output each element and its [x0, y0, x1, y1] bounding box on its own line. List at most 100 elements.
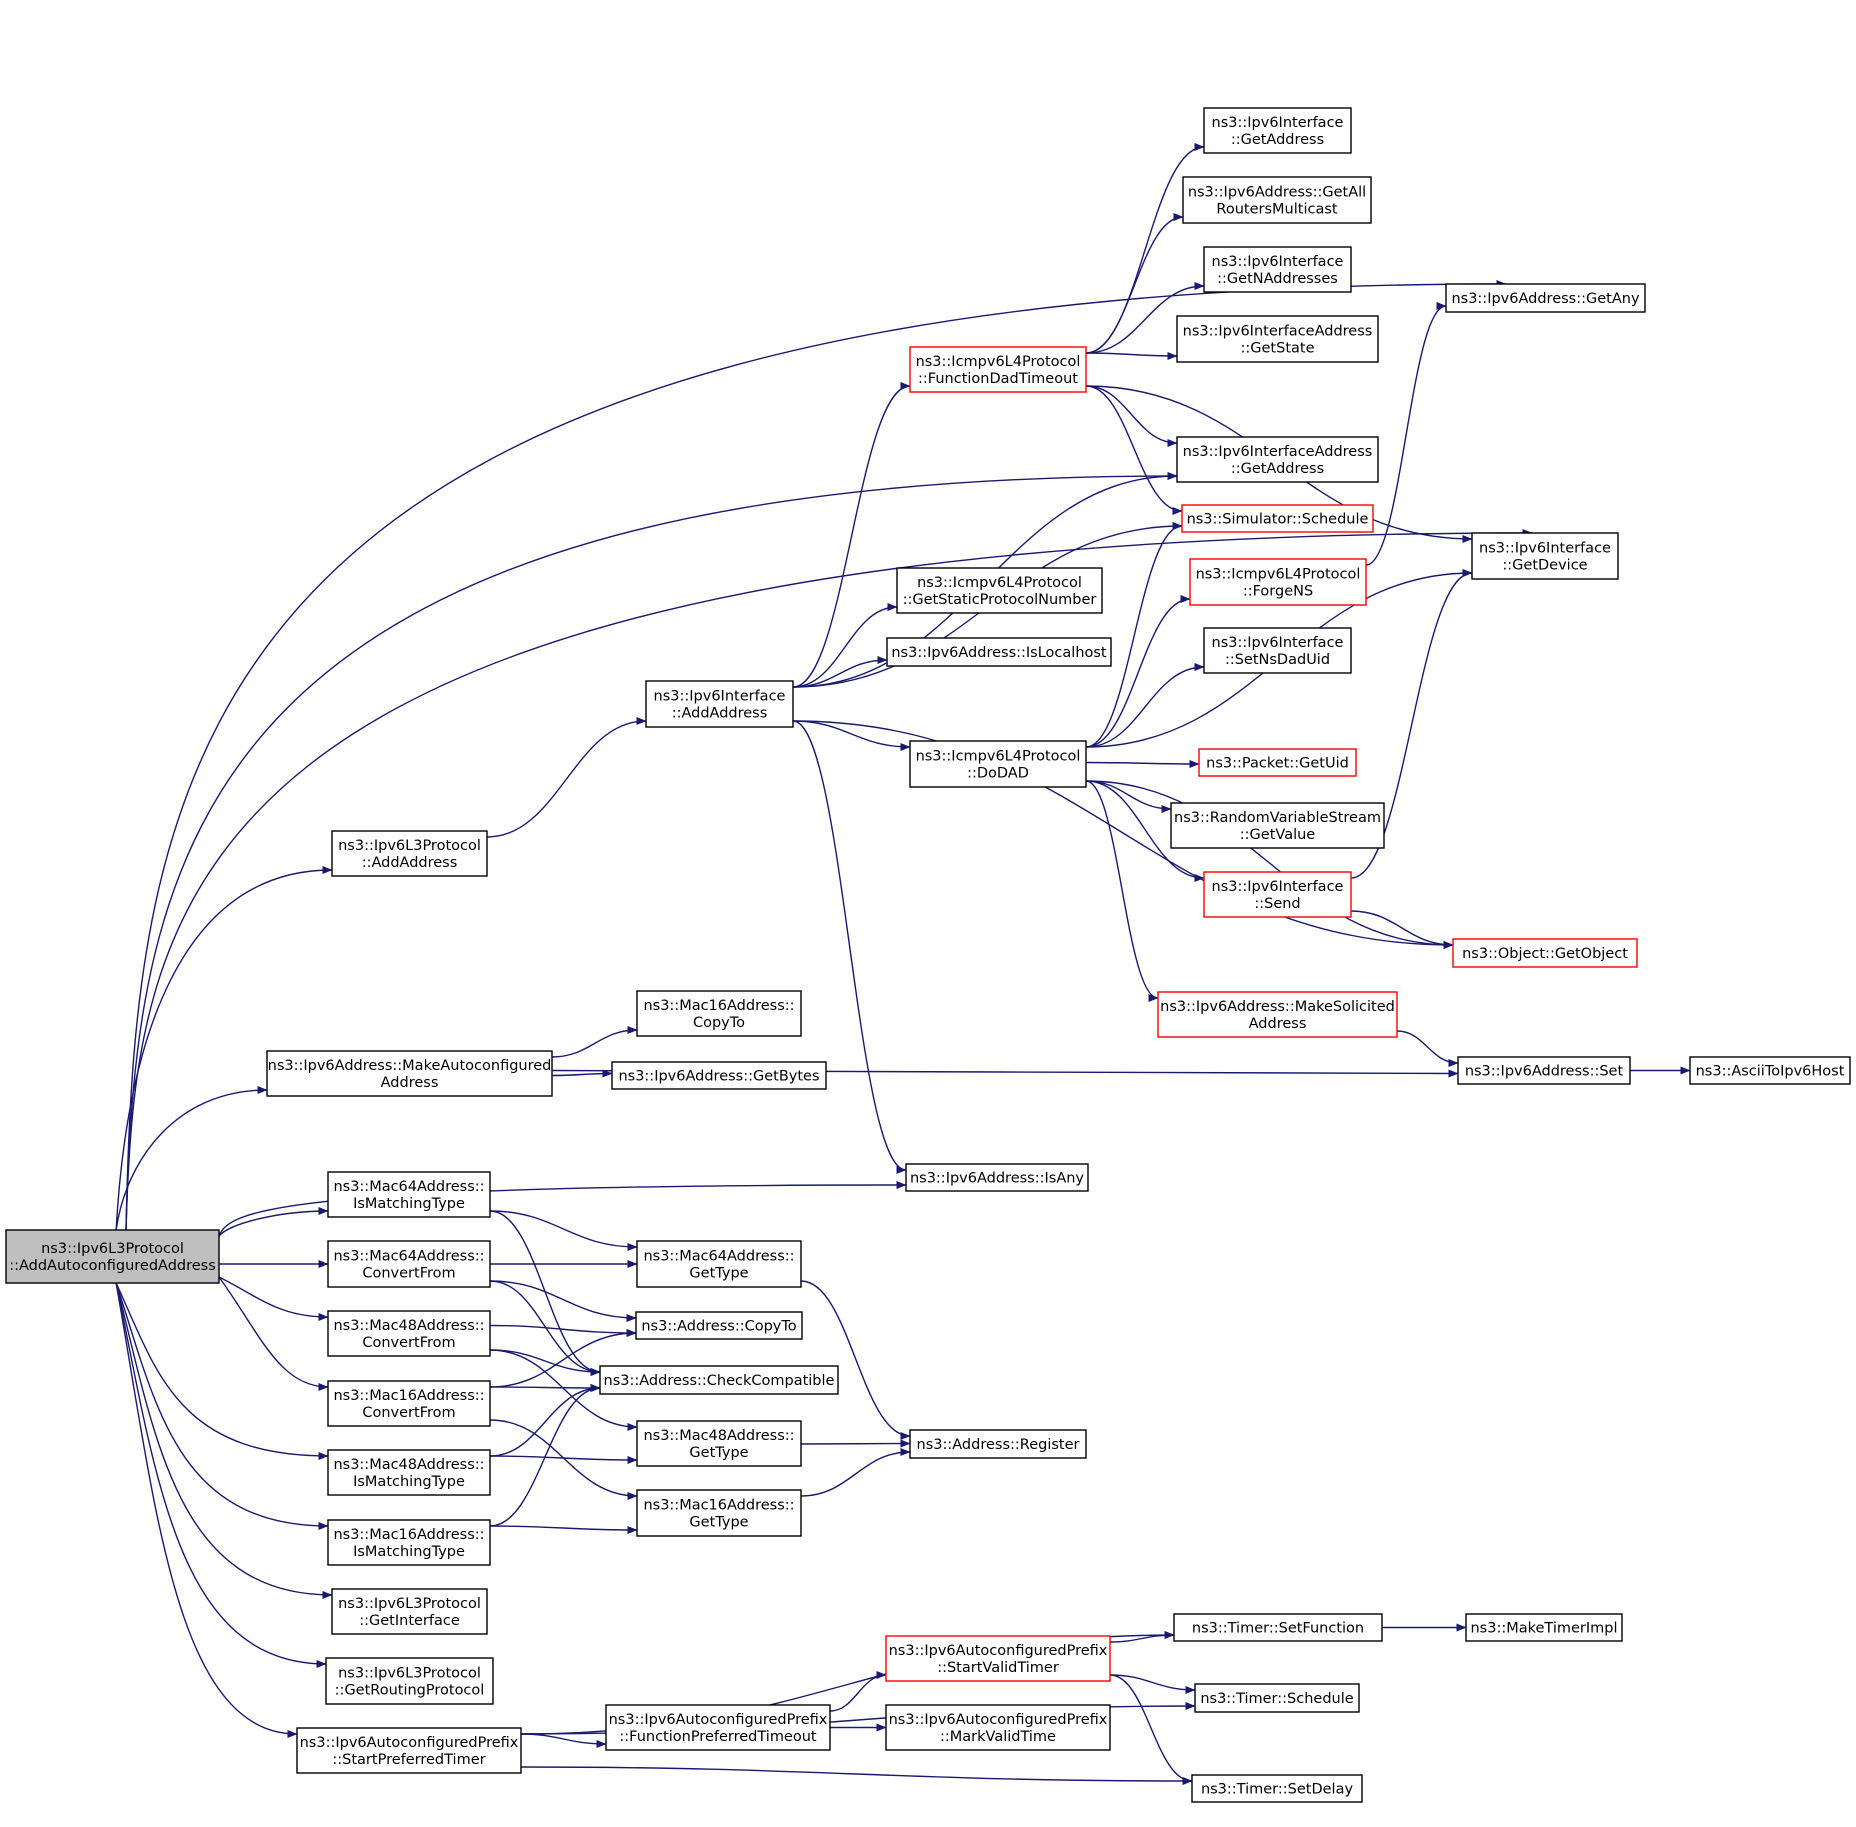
- node-box: [331, 830, 488, 877]
- node-label-line: Address: [1249, 1016, 1307, 1032]
- node-m64match[interactable]: ns3::Mac64Address::IsMatchingType: [327, 1171, 491, 1218]
- node-isany[interactable]: ns3::Ipv6Address::IsAny: [905, 1163, 1089, 1192]
- node-startpref[interactable]: ns3::Ipv6AutoconfiguredPrefix::StartPref…: [296, 1727, 522, 1774]
- node-box: [331, 1588, 488, 1635]
- call-edge-svalid-to-tsched: [1109, 1674, 1196, 1694]
- node-l3add[interactable]: ns3::Ipv6L3Protocol::AddAddress: [331, 830, 488, 877]
- node-root[interactable]: ns3::Ipv6L3Protocol::AddAutoconfiguredAd…: [5, 1229, 220, 1284]
- call-edge-ifadd-to-gspn: [792, 603, 898, 688]
- node-box: [1191, 1774, 1363, 1803]
- node-mkauto[interactable]: ns3::Ipv6Address::MakeAutoconfiguredAddr…: [266, 1050, 553, 1097]
- node-box: [1189, 558, 1367, 606]
- node-label-line: ::AddAutoconfiguredAddress: [9, 1258, 216, 1274]
- call-edge-dodad-to-ifsend: [1085, 780, 1205, 882]
- node-label-line: ConvertFrom: [362, 1335, 455, 1351]
- node-ascii[interactable]: ns3::AsciiToIpv6Host: [1689, 1056, 1851, 1085]
- node-box: [1157, 991, 1398, 1038]
- node-label-line: GetType: [689, 1266, 748, 1282]
- node-ifgaddr[interactable]: ns3::Ipv6Interface::GetAddress: [1203, 107, 1352, 154]
- node-box: [327, 1171, 491, 1218]
- node-areg[interactable]: ns3::Address::Register: [909, 1429, 1087, 1459]
- call-edge-root-to-mkauto: [115, 1086, 268, 1231]
- node-mvalid[interactable]: ns3::Ipv6AutoconfiguredPrefix::MarkValid…: [885, 1704, 1111, 1751]
- node-ifsend[interactable]: ns3::Ipv6Interface::Send: [1203, 871, 1352, 918]
- node-gnaddr[interactable]: ns3::Ipv6Interface::GetNAddresses: [1203, 246, 1352, 293]
- call-edge-l3add-to-ifadd: [486, 717, 647, 838]
- call-edge-root-to-getany: [125, 280, 1507, 1231]
- node-fdad[interactable]: ns3::Icmpv6L4Protocol::FunctionDadTimeou…: [909, 346, 1087, 393]
- node-tsetfn[interactable]: ns3::Timer::SetFunction: [1173, 1613, 1383, 1642]
- node-label-line: ns3::Ipv6L3Protocol: [41, 1241, 184, 1257]
- node-label-line: ns3::Simulator::Schedule: [1187, 512, 1369, 528]
- node-tsched[interactable]: ns3::Timer::Schedule: [1194, 1683, 1360, 1713]
- node-label-line: ns3::Mac48Address::: [333, 1457, 484, 1473]
- node-label-line: ns3::Icmpv6L4Protocol: [916, 354, 1081, 370]
- call-edge-root-to-iaaddr: [125, 472, 1178, 1231]
- node-m64type[interactable]: ns3::Mac64Address::GetType: [636, 1240, 802, 1288]
- node-label-line: ::GetAddress: [1231, 461, 1324, 477]
- call-edge-root-to-getiface: [115, 1282, 333, 1599]
- node-acopy[interactable]: ns3::Address::CopyTo: [635, 1311, 803, 1340]
- node-getiface[interactable]: ns3::Ipv6L3Protocol::GetInterface: [331, 1588, 488, 1635]
- node-ifadd[interactable]: ns3::Ipv6Interface::AddAddress: [645, 680, 794, 728]
- node-box: [1182, 176, 1372, 224]
- node-simsched[interactable]: ns3::Simulator::Schedule: [1181, 504, 1374, 533]
- call-edge-ifsend-to-getobj: [1350, 910, 1454, 949]
- node-fpref[interactable]: ns3::Ipv6AutoconfiguredPrefix::FunctionP…: [605, 1704, 831, 1751]
- call-edge-m48conv-to-m48type: [489, 1349, 638, 1431]
- node-box: [885, 1635, 1111, 1682]
- node-acheck[interactable]: ns3::Address::CheckCompatible: [599, 1365, 839, 1395]
- node-box: [636, 1240, 802, 1288]
- node-pktuid[interactable]: ns3::Packet::GetUid: [1198, 748, 1357, 777]
- call-edge-ifadd-to-fdad: [792, 382, 911, 688]
- node-m16match[interactable]: ns3::Mac16Address::IsMatchingType: [327, 1519, 491, 1566]
- node-box: [1203, 627, 1352, 674]
- node-setns[interactable]: ns3::Ipv6Interface::SetNsDadUid: [1203, 627, 1352, 674]
- call-edge-m48match-to-acheck: [489, 1384, 601, 1457]
- call-edge-startpref-to-tdelay: [520, 1766, 1193, 1785]
- node-label-line: GetType: [689, 1515, 748, 1531]
- node-m48type[interactable]: ns3::Mac48Address::GetType: [636, 1420, 802, 1467]
- node-getdev[interactable]: ns3::Ipv6Interface::GetDevice: [1471, 532, 1619, 580]
- call-edge-root-to-l3add: [115, 866, 333, 1231]
- node-islocal[interactable]: ns3::Ipv6Address::IsLocalhost: [886, 637, 1112, 667]
- node-svalid[interactable]: ns3::Ipv6AutoconfiguredPrefix::StartVali…: [885, 1635, 1111, 1682]
- node-rvs[interactable]: ns3::RandomVariableStream::GetValue: [1170, 802, 1385, 849]
- node-getobj[interactable]: ns3::Object::GetObject: [1452, 938, 1638, 968]
- node-tdelay[interactable]: ns3::Timer::SetDelay: [1191, 1774, 1363, 1803]
- node-m48conv[interactable]: ns3::Mac48Address::ConvertFrom: [327, 1310, 491, 1357]
- call-edge-root-to-m48conv: [218, 1276, 329, 1321]
- node-getrp[interactable]: ns3::Ipv6L3Protocol::GetRoutingProtocol: [325, 1657, 494, 1705]
- node-iaaddr[interactable]: ns3::Ipv6InterfaceAddress::GetAddress: [1176, 436, 1379, 483]
- node-m16copy[interactable]: ns3::Mac16Address::CopyTo: [636, 990, 802, 1037]
- node-label-line: ::GetRoutingProtocol: [335, 1683, 485, 1699]
- node-iastate[interactable]: ns3::Ipv6InterfaceAddress::GetState: [1176, 315, 1379, 363]
- node-label-line: ns3::Ipv6AutoconfiguredPrefix: [300, 1735, 519, 1751]
- node-label-line: ns3::Icmpv6L4Protocol: [917, 575, 1082, 591]
- node-getbytes[interactable]: ns3::Ipv6Address::GetBytes: [611, 1061, 827, 1090]
- call-edge-fdad-to-iaaddr: [1085, 385, 1178, 447]
- node-m16conv[interactable]: ns3::Mac16Address::ConvertFrom: [327, 1380, 491, 1427]
- node-ipv6set[interactable]: ns3::Ipv6Address::Set: [1457, 1056, 1631, 1085]
- node-box: [327, 1519, 491, 1566]
- node-m16type[interactable]: ns3::Mac16Address::GetType: [636, 1489, 802, 1537]
- node-m48match[interactable]: ns3::Mac48Address::IsMatchingType: [327, 1449, 491, 1496]
- node-dodad[interactable]: ns3::Icmpv6L4Protocol::DoDAD: [909, 740, 1087, 788]
- node-label-line: ::GetInterface: [359, 1613, 460, 1629]
- node-label-line: ns3::MakeTimerImpl: [1470, 1621, 1617, 1637]
- node-mktimer[interactable]: ns3::MakeTimerImpl: [1465, 1613, 1623, 1642]
- node-label-line: GetType: [689, 1445, 748, 1461]
- node-forgens[interactable]: ns3::Icmpv6L4Protocol::ForgeNS: [1189, 558, 1367, 606]
- node-m64conv[interactable]: ns3::Mac64Address::ConvertFrom: [327, 1240, 491, 1288]
- node-gspn[interactable]: ns3::Icmpv6L4Protocol::GetStaticProtocol…: [896, 567, 1103, 614]
- call-edge-dodad-to-simsched: [1085, 522, 1183, 748]
- node-label-line: ::FunctionDadTimeout: [918, 371, 1078, 387]
- call-edge-fdad-to-iastate: [1085, 351, 1178, 360]
- node-getany[interactable]: ns3::Ipv6Address::GetAny: [1445, 283, 1646, 313]
- node-box: [896, 567, 1103, 614]
- node-label-line: ns3::Ipv6Address::Set: [1465, 1064, 1624, 1080]
- node-label-line: ns3::Ipv6AutoconfiguredPrefix: [889, 1712, 1108, 1728]
